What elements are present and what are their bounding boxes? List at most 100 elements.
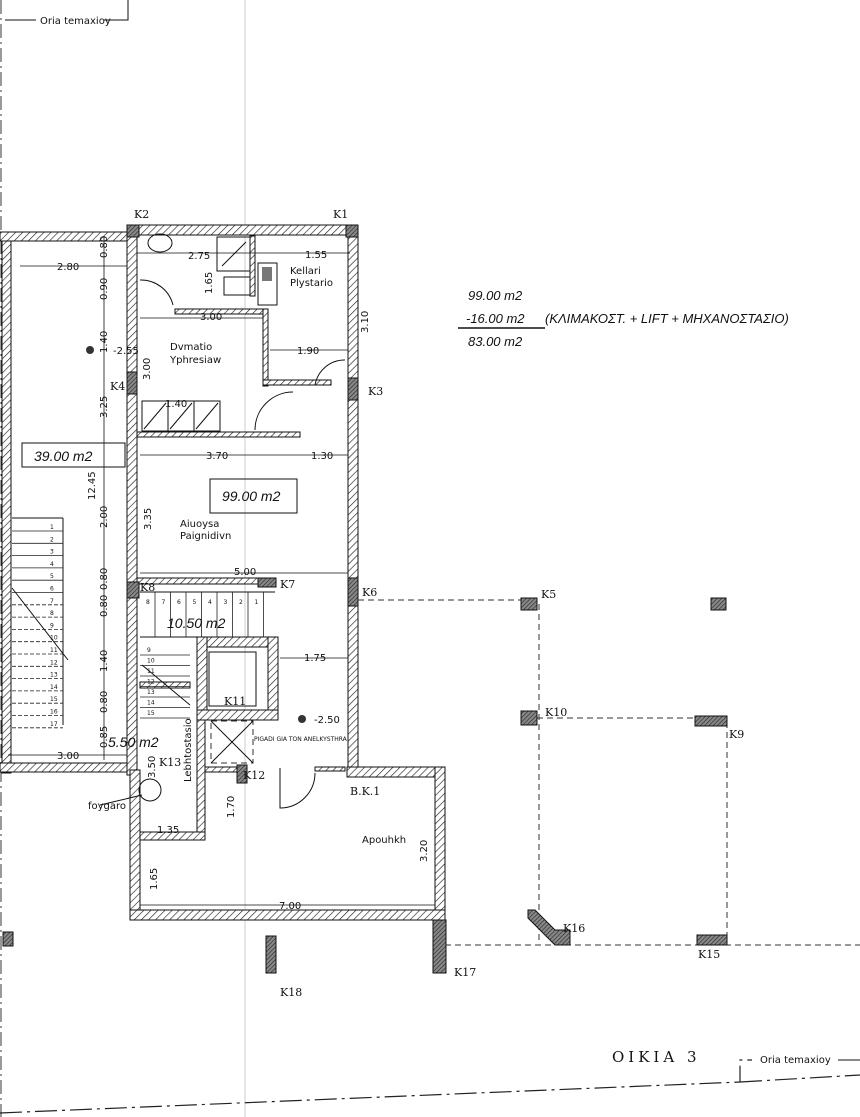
area-box-main — [209, 478, 298, 514]
dimension-label: 0.80 — [99, 595, 110, 617]
area-net: 83.00 m2 — [468, 334, 523, 349]
room-label: foygaro — [88, 801, 126, 812]
dimension-label: 0.85 — [99, 726, 110, 748]
room-label: Aiuoysa — [180, 519, 219, 530]
stair-step-number: 2 — [239, 599, 243, 606]
stair-step-number: 7 — [162, 599, 166, 606]
column-label: K5 — [541, 588, 556, 601]
stair-step-number: 3 — [50, 549, 54, 556]
stair-step-number: 13 — [50, 672, 58, 679]
dimension-label: 3.20 — [419, 840, 430, 862]
area-label: 99.00 m2 — [222, 488, 281, 504]
dimension-label: 7.00 — [279, 901, 301, 912]
area-deduction-note: (ΚΛΙΜΑΚΟΣΤ. + LIFT + ΜΗΧΑΝΟΣΤΑΣΙΟ) — [545, 311, 789, 326]
dimension-label: 1.55 — [305, 250, 327, 261]
level-marker-icon — [86, 346, 94, 354]
dimension-label: 5.00 — [234, 567, 256, 578]
column-label: K12 — [243, 769, 265, 782]
stair-step-number: 8 — [50, 610, 54, 617]
room-label: Paignidivn — [180, 531, 231, 542]
dimension-label: 3.70 — [206, 451, 228, 462]
stair-step-number: 15 — [50, 696, 58, 703]
area-deduction: -16.00 m2 — [466, 311, 525, 326]
column-label: K7 — [280, 578, 295, 591]
boundary-label: Oria temaxioy — [40, 16, 111, 27]
stair-step-number: 1 — [255, 599, 259, 606]
column-label: K17 — [454, 966, 476, 979]
stair-step-number: 12 — [147, 679, 155, 686]
stair-step-number: 6 — [177, 599, 181, 606]
column — [2, 931, 14, 947]
room-label: Apouhkh — [362, 835, 406, 846]
level-label: -2.55 — [113, 346, 139, 357]
stair-step-number: 4 — [208, 599, 212, 606]
dimension-label: 0.80 — [99, 691, 110, 713]
dimension-label: 0.80 — [99, 236, 110, 258]
dimension-label: 2.00 — [99, 506, 110, 528]
dimension-label: 1.75 — [304, 653, 326, 664]
stair-step-number: 1 — [50, 524, 54, 531]
column-label: K15 — [698, 948, 720, 961]
column-label: K4 — [110, 380, 125, 393]
dimension-label: 1.30 — [311, 451, 333, 462]
stair-step-number: 13 — [147, 689, 155, 696]
room-label: Kellari — [290, 266, 321, 277]
room-label: Yphresiaw — [169, 355, 221, 366]
structure-outline — [358, 599, 860, 946]
dimension-label: 2.80 — [57, 262, 79, 273]
column-label: K10 — [545, 706, 567, 719]
dimension-label: 2.75 — [188, 251, 210, 262]
dimension-label: 0.90 — [99, 278, 110, 300]
dimension-label: 3.25 — [99, 396, 110, 418]
column-label: K11 — [224, 695, 246, 708]
area-label: 10.50 m2 — [167, 615, 226, 631]
stair-step-number: 10 — [50, 635, 58, 642]
stair-step-number: 11 — [147, 668, 155, 675]
drawing-title: OIKIA 3 — [612, 1048, 701, 1066]
dimension-label: 12.45 — [87, 471, 98, 500]
dimension-label: 1.65 — [149, 868, 160, 890]
stair-step-number: 16 — [50, 709, 58, 716]
stair-step-number: 14 — [147, 700, 155, 707]
column-label: K2 — [134, 208, 149, 221]
level-label: -2.50 — [314, 715, 340, 726]
room-label: Dvmatio — [170, 342, 212, 353]
column-label: K8 — [140, 581, 155, 594]
dimension-label: 3.00 — [200, 312, 222, 323]
room-label: Lebhtostasio — [183, 718, 194, 782]
plot-boundary-top-end — [104, 0, 129, 21]
area-label: 5.50 m2 — [108, 734, 159, 750]
stair-step-number: 7 — [50, 598, 54, 605]
boundary-label: Oria temaxioy — [760, 1055, 831, 1066]
column-label: K16 — [563, 922, 585, 935]
dimension-label: 1.35 — [157, 825, 179, 836]
area-label: 39.00 m2 — [34, 448, 93, 464]
column-label: K9 — [729, 728, 744, 741]
stairs-left — [11, 517, 69, 729]
stair-step-number: 15 — [147, 710, 155, 717]
stair-step-number: 5 — [193, 599, 197, 606]
stairs-middle — [140, 591, 275, 719]
stair-step-number: 8 — [146, 599, 150, 606]
dimension-label: 1.90 — [297, 346, 319, 357]
dimension-label: 0.80 — [99, 568, 110, 590]
fixtures — [99, 233, 346, 809]
column-label: K1 — [333, 208, 348, 221]
stair-step-number: 4 — [50, 561, 54, 568]
note-label: PIGADI GIA TON ANELKYSTHRA — [254, 736, 348, 743]
column-label: K6 — [362, 586, 377, 599]
plot-boundary-bottom — [0, 1059, 752, 1114]
level-marker-icon — [298, 715, 306, 723]
left-unit-walls — [0, 231, 131, 774]
column-label: K13 — [159, 756, 181, 769]
room-label: Plystario — [290, 278, 333, 289]
stair-step-number: 2 — [50, 536, 54, 543]
stair-step-number: 9 — [147, 647, 151, 654]
dimension-label: 1.65 — [204, 272, 215, 294]
stair-step-number: 6 — [50, 586, 54, 593]
stair-step-number: 14 — [50, 684, 58, 691]
dimension-label: 3.35 — [143, 508, 154, 530]
area-box-left — [21, 442, 126, 468]
plot-boundary-bottom-right — [739, 1074, 860, 1083]
stair-step-number: 10 — [147, 658, 155, 665]
